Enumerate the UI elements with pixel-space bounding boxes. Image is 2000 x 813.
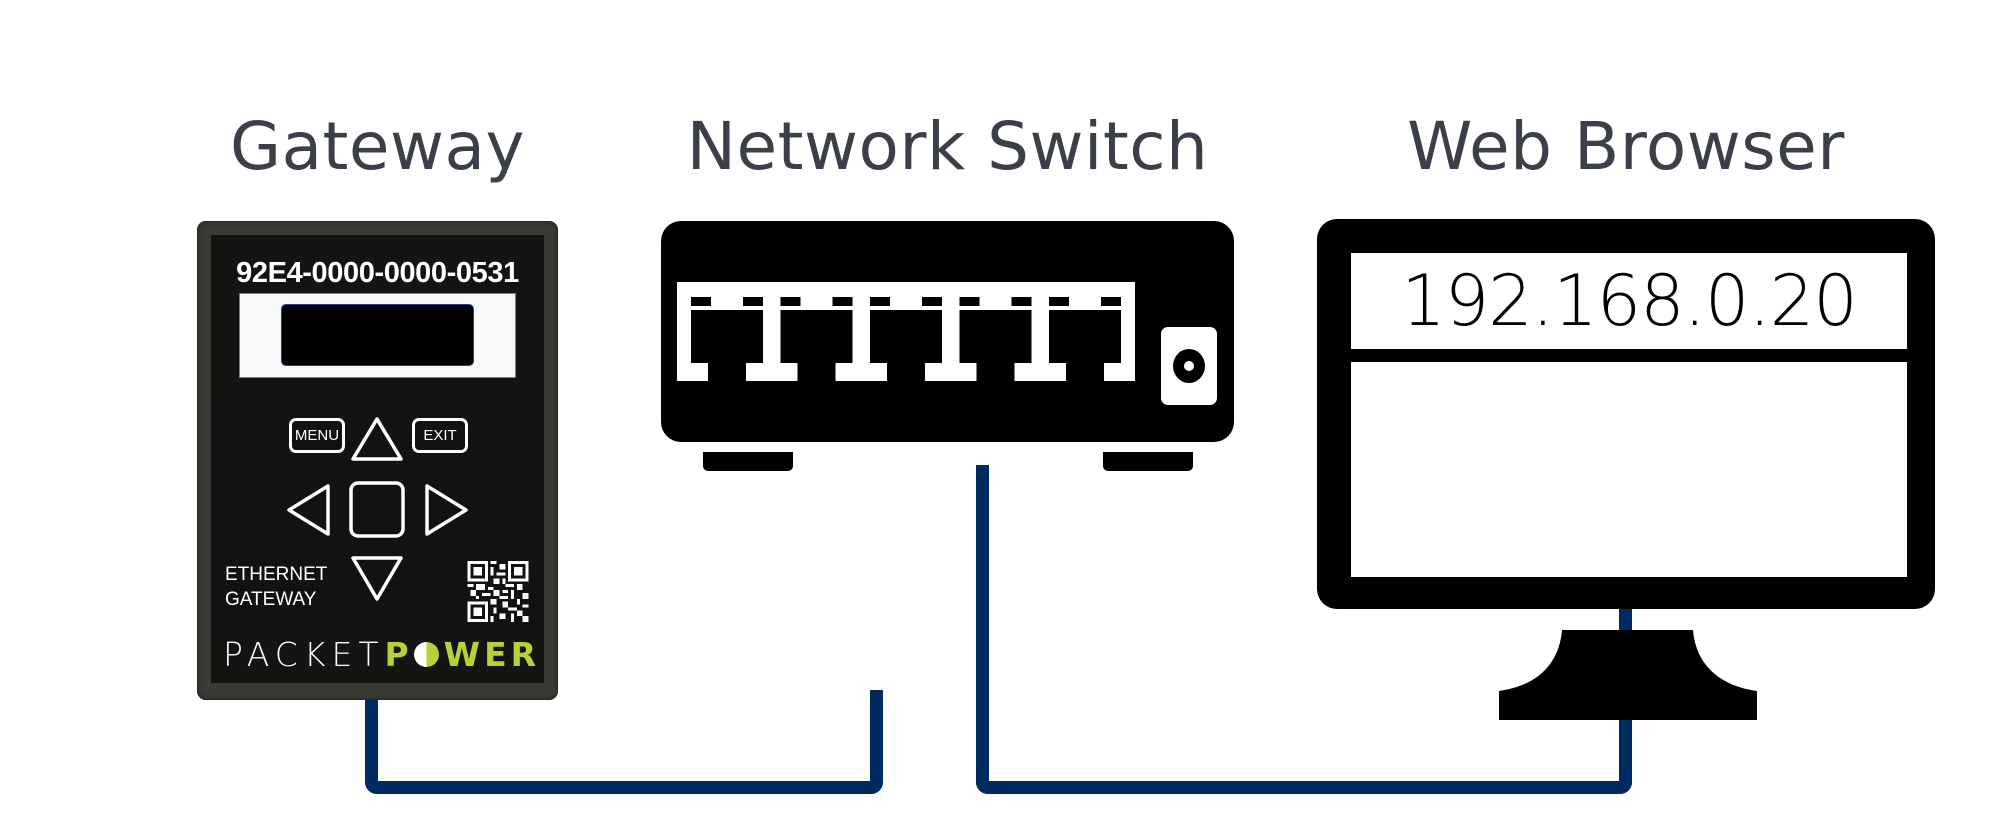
switch-foot-left — [703, 452, 793, 471]
ethernet-port-1 — [691, 297, 763, 381]
monitor-stand — [1499, 630, 1757, 720]
menu-button[interactable]: MENU — [289, 418, 345, 453]
ethernet-port-4 — [959, 297, 1032, 381]
port-led-icon — [832, 297, 853, 306]
ethernet-label: ETHERNET — [225, 564, 328, 585]
power-jack-pin — [1184, 361, 1194, 371]
port-led-icon — [1049, 297, 1069, 306]
port-led-icon — [691, 297, 711, 306]
logo-text-p: P — [384, 635, 413, 674]
port-led-icon — [780, 297, 801, 306]
logo-text-packet: PACKET — [223, 635, 385, 674]
browser-address-text: 192.168.0.20 — [1401, 260, 1858, 342]
port-led-icon — [743, 297, 763, 306]
browser-content-area — [1351, 362, 1907, 577]
logo-power-o-icon — [413, 642, 439, 667]
port-led-icon — [1101, 297, 1121, 306]
port-led-icon — [870, 297, 890, 306]
logo-text-wer: WER — [443, 635, 541, 674]
select-button[interactable] — [349, 481, 405, 538]
packet-power-logo: PACKETP WER — [223, 638, 540, 672]
browser-address-bar[interactable] — [1351, 253, 1907, 349]
switch-ports — [691, 297, 1121, 381]
right-arrow-icon[interactable] — [425, 484, 468, 536]
gateway-title: Gateway — [229, 108, 526, 185]
gateway-label: GATEWAY — [225, 589, 317, 610]
gateway-lcd-screen — [281, 304, 474, 366]
web-browser-title: Web Browser — [1407, 108, 1845, 185]
exit-button[interactable]: EXIT — [412, 418, 468, 453]
switch-foot-right — [1103, 452, 1193, 471]
up-arrow-icon[interactable] — [351, 417, 403, 461]
qr-code-icon — [467, 561, 529, 622]
gateway-serial-number: 92E4-0000-0000-0531 — [236, 257, 519, 289]
ethernet-port-3 — [870, 297, 942, 381]
port-led-icon — [959, 297, 980, 306]
ethernet-port-5 — [1049, 297, 1121, 381]
port-led-icon — [1011, 297, 1032, 306]
left-arrow-icon[interactable] — [287, 484, 330, 536]
network-switch-title: Network Switch — [686, 108, 1209, 185]
ethernet-port-2 — [780, 297, 853, 381]
gateway-nav-keypad — [287, 417, 468, 601]
cable-gateway-to-switch — [365, 690, 883, 794]
port-led-icon — [922, 297, 942, 306]
down-arrow-icon[interactable] — [351, 556, 403, 601]
